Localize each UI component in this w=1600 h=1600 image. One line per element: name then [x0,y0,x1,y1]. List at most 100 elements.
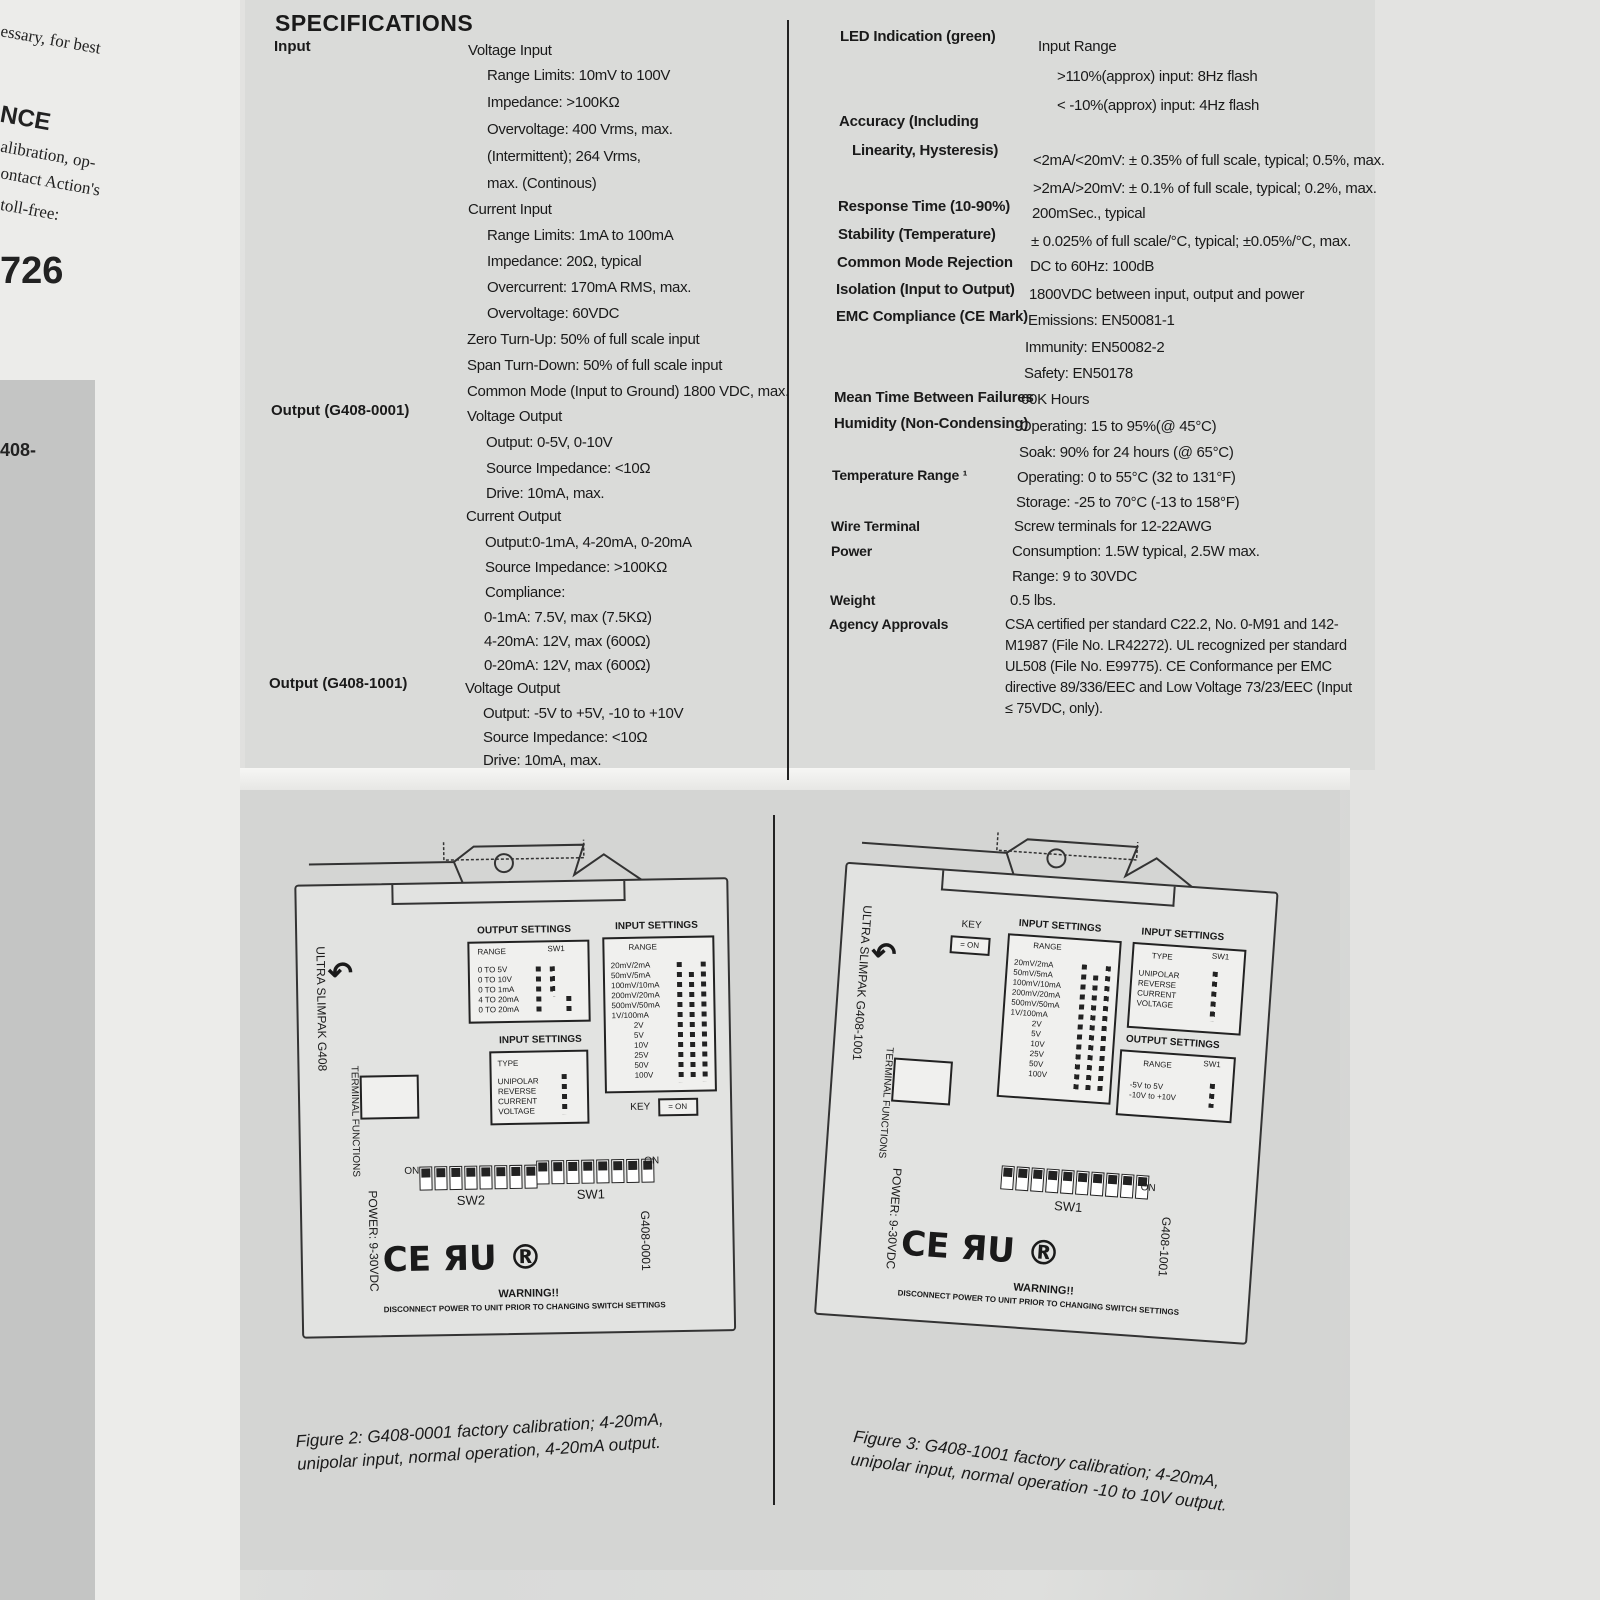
specifications-page [245,0,1375,770]
sw2-dip-switch[interactable] [419,1164,538,1191]
left-gray-band [0,380,95,1600]
switch-dots [535,966,542,1015]
terminal-functions: TERMINAL FUNCTIONS [876,1046,895,1159]
spec-line: Current Input [468,201,552,218]
spec-value: Safety: EN50178 [1024,365,1133,382]
switch-dots [1097,966,1111,1092]
key-label: KEY [630,1101,651,1113]
spec-line: Source Impedance: <10Ω [486,460,651,477]
spec-value: Storage: -25 to 70°C (-13 to 158°F) [1016,494,1240,511]
spec-value: Range: 9 to 30VDC [1012,568,1137,585]
sw1-label: SW1 [1053,1198,1083,1216]
input-settings-title: INPUT SETTINGS [1018,917,1102,935]
spec-line: Overvoltage: 60VDC [487,305,620,322]
spec-line: Source Impedance: <10Ω [483,729,648,746]
spec-value: Soak: 90% for 24 hours (@ 65°C) [1019,444,1234,461]
spec-line: Drive: 10mA, max. [486,485,605,502]
right-page-fragment [1350,0,1600,1600]
spec-line: Overvoltage: 400 Vrms, max. [487,121,673,138]
spec-line: Common Mode (Input to Ground) 1800 VDC, … [467,383,789,400]
switch-dots [1085,975,1099,1091]
spec-line: Range Limits: 1mA to 100mA [487,227,674,244]
output-0001-label: Output (G408-0001) [271,402,410,419]
sw1-dip-switch[interactable] [1000,1165,1150,1200]
type-header: TYPE [497,1058,519,1069]
input-range: 100V [634,1070,654,1080]
key-label: KEY [961,918,982,932]
sw1-label: SW1 [576,1186,606,1202]
output-settings-title: OUTPUT SETTINGS [477,923,572,937]
switch-dots [566,995,572,1017]
din-rail-clip [861,822,1205,898]
left-fragment-heading: NCE [0,100,53,137]
input-settings-table: RANGE 20mV/2mA 50mV/5mA 100mV/10mA 200mV… [996,933,1122,1105]
spec-value: Consumption: 1.5W typical, 2.5W max. [1012,543,1260,560]
spec-label-wire: Wire Terminal [831,518,920,534]
spec-line: Range Limits: 10mV to 100V [487,67,671,84]
spec-line: 0-20mA: 12V, max (600Ω) [484,657,651,674]
switch-dots [1208,1083,1216,1108]
spec-label-humidity: Humidity (Non-Condensing) [834,415,1029,432]
key-box: = ON [658,1097,699,1117]
spec-value: 0.5 lbs. [1010,592,1056,609]
left-fragment-phone: 726 [0,250,64,292]
warning-label: WARNING!! [1012,1281,1075,1298]
agency-approvals-text: CSA certified per standard C22.2, No. 0-… [1005,617,1352,717]
spec-line: Impedance: 20Ω, typical [487,253,642,270]
left-page-fragment: essary, for best NCE alibration, op- ont… [0,0,240,1600]
spec-value: DC to 60Hz: 100dB [1030,258,1155,275]
output-range: -10V to +10V [1128,1090,1177,1103]
spec-label-mtbf: Mean Time Between Failures [834,389,1034,406]
device-body: ULTRA SLIMPAK G408-1001 ↶ TERMINAL FUNCT… [813,861,1279,1345]
spec-value: Emissions: EN50081-1 [1028,312,1175,329]
range-header: RANGE [1032,940,1062,952]
spec-label-cmr: Common Mode Rejection [837,254,1013,271]
left-fragment-text: essary, for best [0,21,103,58]
product-name: ULTRA SLIMPAK G408-1001 [849,904,875,1062]
spec-label-accuracy-2: Linearity, Hysteresis) [852,142,999,159]
input-settings-title: INPUT SETTINGS [614,919,698,933]
spec-value: >110%(approx) input: 8Hz flash [1057,68,1258,85]
spec-line: Impedance: >100KΩ [487,94,620,111]
sw-header: SW1 [1203,1059,1222,1070]
spec-label-response: Response Time (10-90%) [838,198,1011,215]
spec-line: Voltage Output [467,408,563,425]
power-rating: POWER: 9-30VDC [365,1190,382,1292]
sw1-dip-switch[interactable] [536,1158,655,1185]
spec-label-emc: EMC Compliance (CE Mark) [836,308,1028,325]
spec-value: 60K Hours [1021,391,1090,408]
switch-dots [561,1074,568,1115]
range-header: RANGE [628,942,657,952]
certification-marks: CE ЯU ® [382,1237,543,1281]
spec-value: <2mA/<20mV: ± 0.35% of full scale, typic… [1033,152,1385,169]
sw-header: SW1 [1211,951,1230,962]
figure-divider [773,815,775,1505]
terminal-diagram [891,1057,953,1106]
column-divider [787,20,789,780]
switch-dots [1073,964,1088,1090]
spec-value: 1800VDC between input, output and power [1029,286,1305,303]
type-settings-title: INPUT SETTINGS [1141,926,1225,944]
device-body: ULTRA SLIMPAK G408 ↶ TERMINAL FUNCTIONS … [294,877,737,1339]
spec-line: Drive: 10mA, max. [483,752,602,769]
spec-line: (Intermittent); 264 Vrms, [487,148,641,165]
spec-label-led: LED Indication (green) [840,28,996,45]
left-fragment-model: 408- [0,440,37,460]
spec-label-stability: Stability (Temperature) [838,226,996,243]
left-fragment-text: toll-free: [0,194,61,225]
din-rail-clip [308,836,655,890]
input-type-table: TYPE UNIPOLAR REVERSE CURRENT VOLTAGE [489,1049,590,1126]
output-range: 0 TO 20mA [478,1004,520,1015]
switch-dots [549,966,556,997]
output-settings-table: RANGE SW1 -5V to 5V -10V to +10V [1115,1049,1236,1124]
on-label: ON [404,1165,420,1177]
spec-line: Voltage Input [468,42,552,59]
warning-label: WARNING!! [498,1287,560,1301]
input-type-table: TYPE SW1 UNIPOLAR REVERSE CURRENT VOLTAG… [1126,941,1247,1036]
spec-line: Output:0-1mA, 4-20mA, 0-20mA [485,534,692,551]
key-box: = ON [949,935,991,956]
type-header: TYPE [1151,951,1174,962]
spec-label-isolation: Isolation (Input to Output) [836,281,1015,298]
specifications-title: SPECIFICATIONS [275,10,474,36]
spec-line: Current Output [466,508,562,525]
